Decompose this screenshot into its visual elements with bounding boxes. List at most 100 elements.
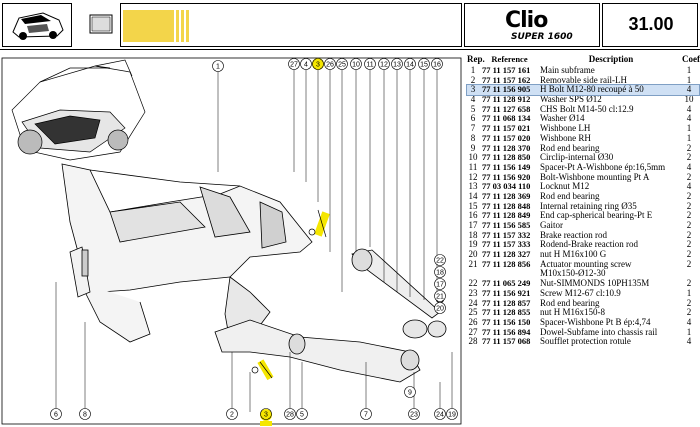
description-cell: Wishbone LH	[540, 124, 591, 134]
rep-cell: 21	[468, 258, 478, 269]
coef-cell: 4	[686, 316, 692, 327]
table-row[interactable]: M10x150-Ø12-30	[467, 269, 699, 279]
rep-cell: 24	[468, 297, 478, 308]
svg-text:27: 27	[290, 62, 298, 69]
coef-cell: 4	[686, 336, 692, 347]
reference-cell: 77 11 128 370	[482, 142, 531, 153]
rep-cell: 10	[468, 152, 478, 163]
coef-cell: 4	[686, 181, 692, 192]
rep-cell: 18	[468, 229, 478, 240]
coef-cell: 1	[686, 74, 692, 85]
section-icon-box	[80, 3, 120, 47]
description-cell: Brake reaction rod	[540, 230, 607, 240]
description-cell: H Bolt M12-80 recoupé à 50	[540, 85, 644, 95]
description-cell: Washer SPS Ø12	[540, 95, 602, 105]
coef-cell: 1	[686, 123, 692, 134]
section-banner	[120, 3, 462, 47]
callout-circles-bottom: 6 8 2 3 28 5 7 23 24 19	[50, 408, 458, 420]
rep-cell: 9	[470, 142, 476, 153]
reference-cell: 77 11 156 920	[482, 171, 531, 182]
rep-cell: 23	[468, 287, 478, 298]
description-cell: Actuator mounting screw	[540, 259, 632, 269]
callout-circles-mid: 22 18 17 21 20 9	[404, 254, 446, 398]
table-header: Rep. Reference Description Coef	[467, 54, 700, 66]
coef-cell: 4	[686, 84, 692, 95]
svg-text:2: 2	[230, 412, 234, 419]
description-cell: Locknut M12	[540, 182, 590, 192]
description-cell: Washer Ø14	[540, 114, 585, 124]
svg-text:25: 25	[338, 62, 346, 69]
reference-cell: 77 11 128 855	[482, 307, 531, 318]
reference-cell: 77 11 128 912	[482, 94, 531, 105]
svg-text:15: 15	[420, 62, 428, 69]
svg-text:8: 8	[83, 412, 87, 419]
description-cell: Rod end bearing	[540, 298, 600, 308]
coef-cell: 4	[686, 113, 692, 124]
description-cell: Internal retaining ring Ø35	[540, 201, 637, 211]
description-cell: Spacer-Pt A-Wishbone ép:16,5mm	[540, 162, 666, 172]
description-cell: Rodend-Brake reaction rod	[540, 240, 638, 250]
rep-cell: 2	[470, 74, 476, 85]
rep-cell: 6	[470, 113, 476, 124]
rep-cell: 26	[468, 316, 478, 327]
reference-cell: 77 11 156 921	[482, 287, 531, 298]
svg-text:6: 6	[54, 412, 58, 419]
reference-cell: 77 11 065 249	[482, 278, 531, 289]
side-rail	[69, 246, 91, 298]
coef-cell: 1	[686, 326, 692, 337]
wishbone	[214, 319, 447, 383]
rep-cell: 14	[468, 190, 478, 201]
svg-text:16: 16	[433, 62, 441, 69]
coef-cell: 1	[686, 287, 692, 298]
page-header: Clio SUPER 1600 31.00	[0, 0, 700, 50]
coef-cell: 2	[686, 229, 692, 240]
description-cell: Removable side rail-LH	[540, 75, 627, 85]
svg-text:5: 5	[300, 412, 304, 419]
page-number: 31.00	[628, 14, 674, 34]
reference-cell: 77 11 128 369	[482, 190, 531, 201]
description-cell: Bolt-Wishbone mounting Pt A	[540, 172, 650, 182]
coef-cell: 1	[686, 132, 692, 143]
svg-text:3: 3	[316, 62, 320, 69]
description-cell: Rod end bearing	[540, 143, 600, 153]
reference-cell: 77 11 128 857	[482, 297, 531, 308]
svg-text:1: 1	[216, 64, 220, 71]
folder-icon	[89, 14, 113, 34]
svg-text:9: 9	[408, 390, 412, 397]
rep-cell: 16	[468, 210, 478, 221]
description-cell: nut H M16x150-8	[540, 308, 605, 318]
rep-cell: 1	[470, 65, 476, 75]
coef-cell: 4	[686, 103, 692, 114]
coef-cell: 2	[686, 307, 692, 318]
svg-text:12: 12	[380, 62, 388, 69]
reference-cell: 77 11 156 585	[482, 220, 531, 230]
